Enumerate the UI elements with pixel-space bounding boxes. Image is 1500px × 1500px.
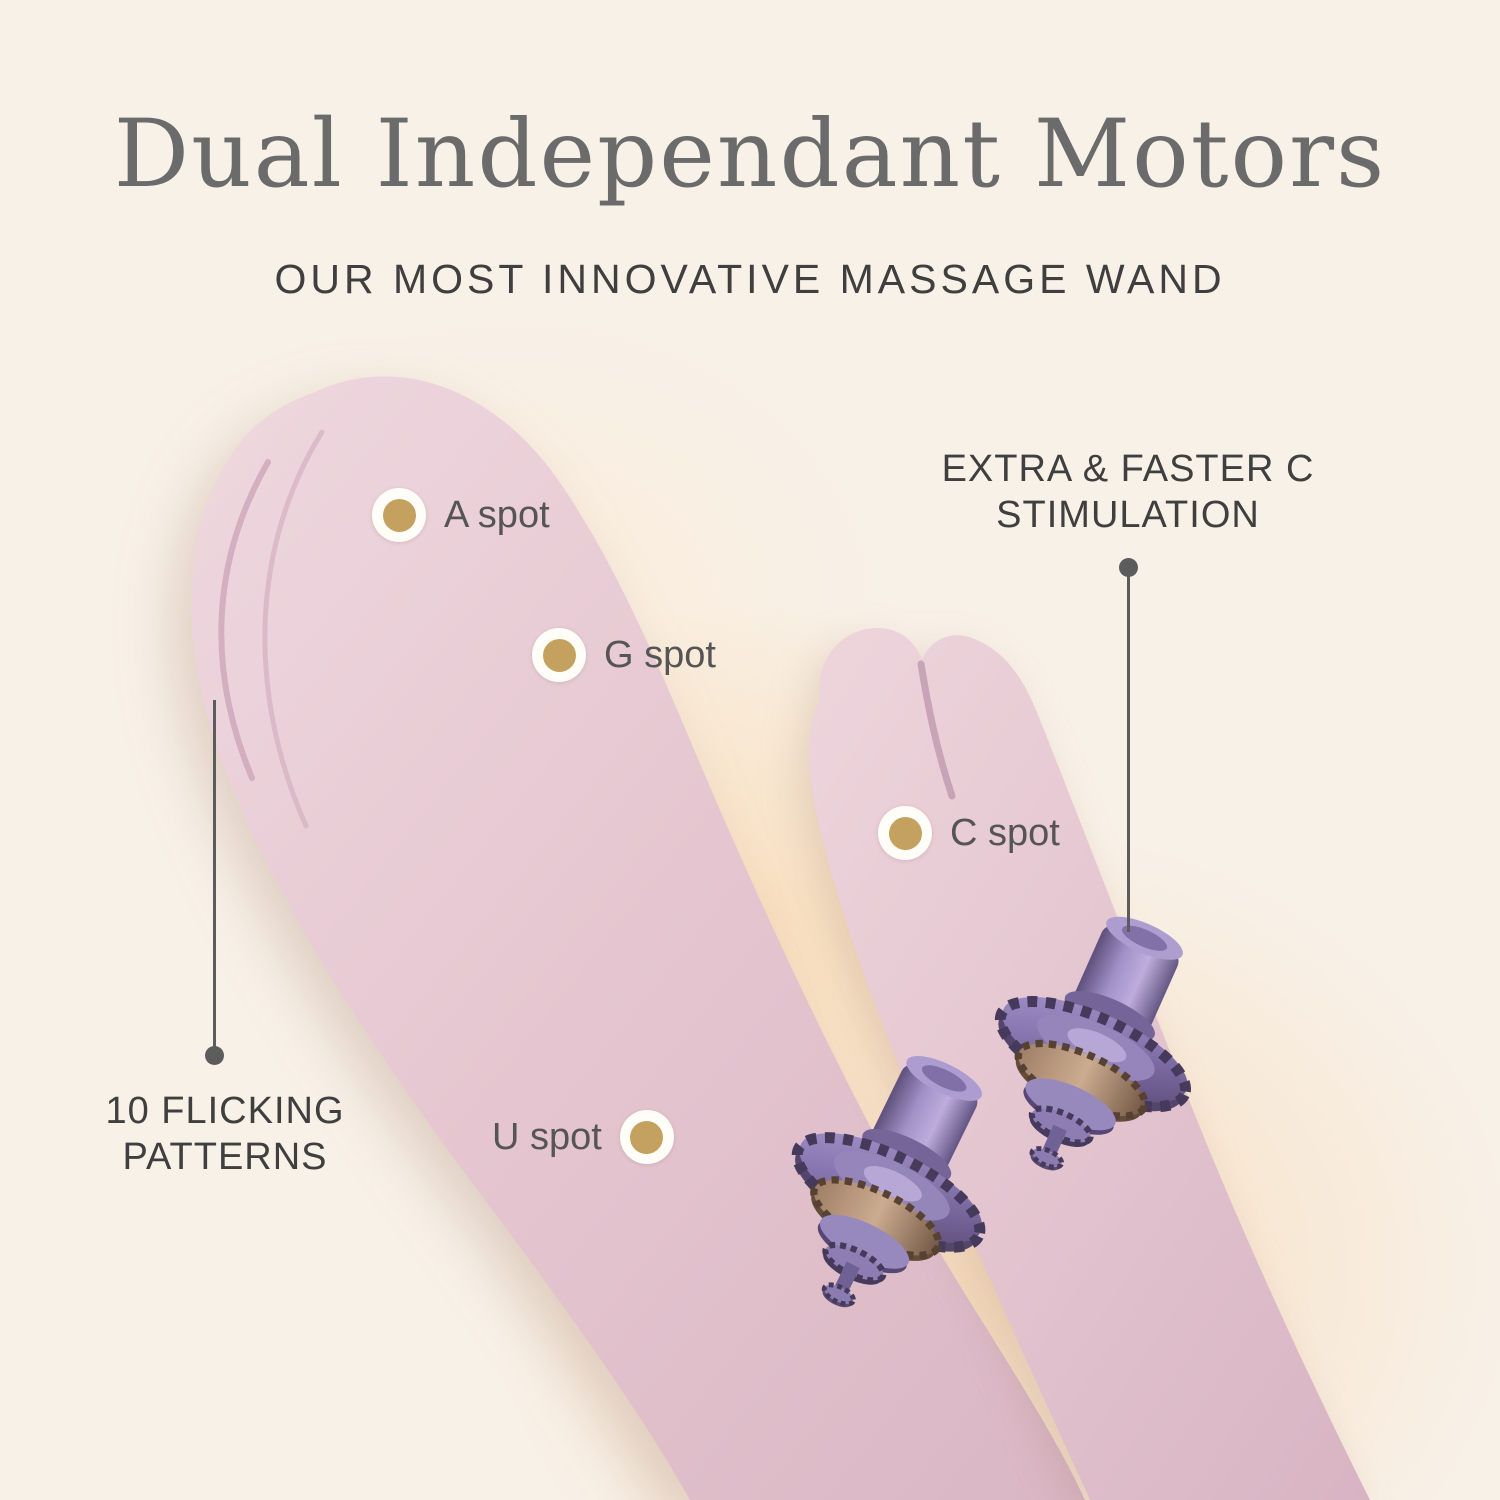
c-spot-label: C spot xyxy=(950,811,1060,854)
g-spot-marker-icon xyxy=(532,628,586,682)
a-spot-label: A spot xyxy=(444,493,550,536)
c-spot-marker-icon xyxy=(878,806,932,860)
head-crease-outer xyxy=(218,459,271,781)
flicking-leader-dot xyxy=(205,1046,224,1065)
u-spot-label: U spot xyxy=(492,1115,602,1158)
page-subtitle: OUR MOST INNOVATIVE MASSAGE WAND xyxy=(274,256,1226,302)
g-spot-label: G spot xyxy=(604,633,716,676)
arm-cleft-crease xyxy=(917,660,956,800)
head-crease-inner xyxy=(262,429,325,829)
c-stimulation-leader-dot xyxy=(1119,558,1138,577)
g-spot-annotation: G spot xyxy=(532,628,716,682)
flicking-callout: 10 FLICKING PATTERNS xyxy=(105,1090,345,1179)
flicking-leader-line xyxy=(213,700,216,1048)
c-stimulation-callout: EXTRA & FASTER C STIMULATION xyxy=(941,448,1315,537)
c-spot-annotation: C spot xyxy=(878,806,1060,860)
u-spot-annotation: U spot xyxy=(492,1110,674,1164)
c-stimulation-leader-line xyxy=(1127,576,1130,932)
page-title: Dual Independant Motors xyxy=(113,100,1387,209)
a-spot-annotation: A spot xyxy=(372,488,550,542)
u-spot-marker-icon xyxy=(619,1110,674,1164)
a-spot-marker-icon xyxy=(372,488,426,542)
